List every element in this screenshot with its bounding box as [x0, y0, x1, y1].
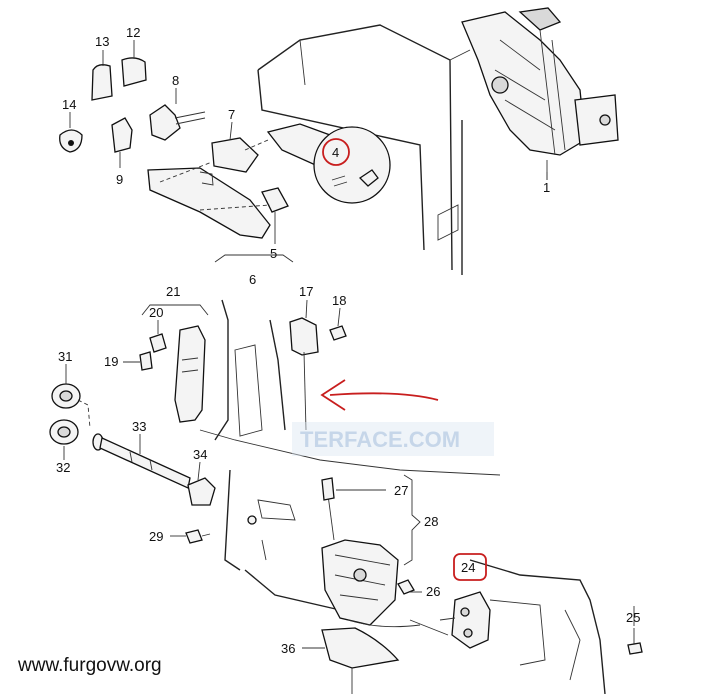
callout-1: 1 [543, 180, 550, 195]
callout-5: 5 [270, 246, 277, 261]
callout-36: 36 [281, 641, 295, 656]
interior-handle-parts [139, 304, 209, 423]
screw-25 [627, 628, 643, 655]
callout-27: 27 [394, 483, 408, 498]
callout-17: 17 [299, 284, 313, 299]
callout-4: 4 [332, 145, 339, 160]
callout-13: 13 [95, 34, 109, 49]
watermark-text: TERFACE.COM [300, 427, 460, 452]
annotation-circle-4 [322, 138, 350, 166]
upper-door-panel [257, 24, 471, 275]
release-handle-17 [289, 317, 347, 431]
callout-21: 21 [166, 284, 180, 299]
callout-9: 9 [116, 172, 123, 187]
callout-26: 26 [426, 584, 440, 599]
callout-33: 33 [132, 419, 146, 434]
handle-parts [59, 57, 391, 263]
callout-18: 18 [332, 293, 346, 308]
callout-24: 24 [461, 560, 475, 575]
rod-assembly [49, 383, 257, 544]
callout-20: 20 [149, 305, 163, 320]
callout-34: 34 [193, 447, 207, 462]
lock-assembly [321, 477, 449, 694]
callout-labels: 1 4 5 6 7 8 9 12 13 14 17 18 19 20 21 24… [56, 25, 640, 656]
striker-24 [439, 553, 491, 649]
upper-lock-assembly [461, 7, 619, 180]
callout-19: 19 [104, 354, 118, 369]
site-credit: www.furgovw.org [17, 655, 162, 676]
callout-28: 28 [424, 514, 438, 529]
callout-29: 29 [149, 529, 163, 544]
annotation-arrow [320, 379, 439, 411]
callout-8: 8 [172, 73, 179, 88]
leader-lines [63, 40, 635, 649]
callout-32: 32 [56, 460, 70, 475]
lower-door-panel [199, 299, 606, 694]
callout-31: 31 [58, 349, 72, 364]
watermark: TERFACE.COM [292, 422, 494, 456]
callout-14: 14 [62, 97, 76, 112]
callout-12: 12 [126, 25, 140, 40]
callout-7: 7 [228, 107, 235, 122]
callout-6: 6 [249, 272, 256, 287]
callout-25: 25 [626, 610, 640, 625]
